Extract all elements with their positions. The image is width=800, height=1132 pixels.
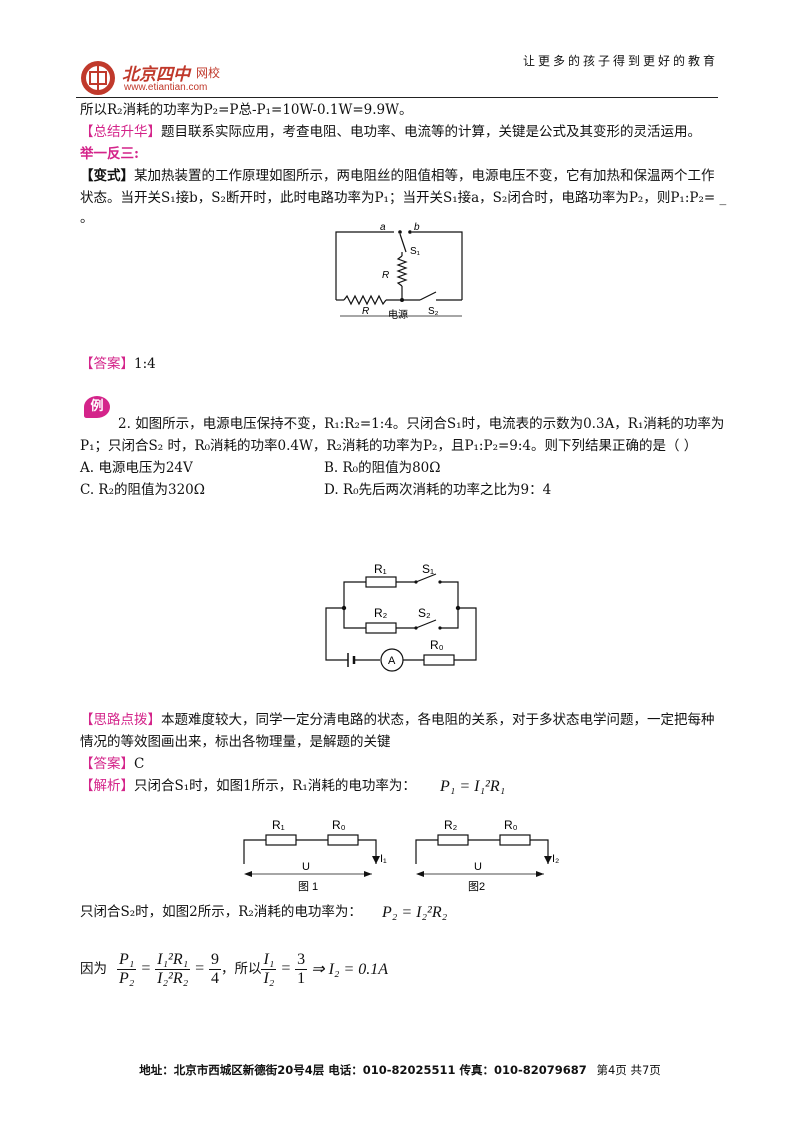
circuit2-label-r0: R₀ [430, 638, 444, 652]
fig2-label-r0: R₀ [504, 818, 518, 832]
option-c: C. R₂的阻值为320Ω [80, 482, 205, 498]
logo-subtitle: 网校 [196, 66, 221, 80]
circuit1-label-r-vert: R [382, 270, 389, 281]
answer2-line: 【答案】C [80, 752, 144, 776]
circuit2-label-r1: R₁ [374, 562, 387, 576]
text-line: 所以R₂消耗的功率为P₂=P总-P₁=10W-0.1W=9.9W。 [80, 102, 413, 118]
circuit1-label-b: b [414, 222, 420, 233]
formula-p2: P₂ = I₂²R₂ [382, 904, 448, 921]
circuit1-label-s1: S₁ [410, 246, 421, 257]
summary-tag: 【总结升华】 [80, 124, 161, 140]
logo: 北京四中 网校 www.etiantian.com [78, 58, 298, 98]
option-b: B. R₀的阻值为80Ω [324, 460, 441, 476]
fig2-label-i: I₂ [552, 853, 559, 865]
variant-text-3: 。 [80, 210, 94, 226]
fig1-label-r0: R₀ [332, 818, 346, 832]
analysis-text-2: 只闭合S₂时，如图2所示，R₂消耗的电功率为： [80, 904, 362, 920]
fig1-label-u: U [302, 861, 310, 873]
hint-text-1: 本题难度较大，同学一定分清电路的状态，各电阻的关系，对于多状态电学问题，一定把每… [161, 712, 715, 728]
answer1-tag: 【答案】 [80, 356, 134, 372]
header-slogan: 让更多的孩子得到更好的教育 [522, 54, 718, 68]
variant-text-2: 状态。当开关S₁接b，S₂断开时，此时电路功率为P₁；当开关S₁接a，S₂闭合时… [80, 190, 727, 206]
summary-line: 【总结升华】题目联系实际应用，考查电阻、电功率、电流等的计算，关键是公式及其变形… [80, 120, 701, 144]
header-rule [76, 97, 718, 98]
section-heading: 举一反三: [80, 146, 139, 162]
analysis-line-1: 【解析】只闭合S₁时，如图1所示，R₁消耗的电功率为： [80, 774, 416, 798]
variant-tag: 【变式】 [80, 168, 134, 184]
fig1-caption: 图 1 [298, 880, 318, 893]
answer1-line: 【答案】1:4 [80, 352, 156, 376]
circuit2-label-r2: R₂ [374, 606, 388, 620]
circuit1-label-s2: S₂ [428, 306, 439, 317]
answer1-value: 1:4 [134, 356, 156, 372]
circuit-diagram-example: R₁ S₁ R₂ S₂ A R₀ [325, 562, 477, 672]
hint-line-1: 【思路点拨】本题难度较大，同学一定分清电路的状态，各电阻的关系，对于多状态电学问… [80, 708, 715, 732]
hint-text-2: 情况的等效图画出来，标出各物理量，是解题的关键 [80, 734, 391, 750]
analysis-tag: 【解析】 [80, 778, 134, 794]
example-badge: 例 [84, 396, 110, 418]
fig1-label-r1: R₁ [272, 818, 285, 832]
variant-text-1: 某加热装置的工作原理如图所示，两电阻丝的阻值相等，电源电压不变，它有加热和保温两… [134, 168, 715, 184]
circuit1-label-r-bot: R [362, 306, 369, 317]
answer2-value: C [134, 756, 145, 772]
fig1-label-i: I₁ [380, 853, 387, 865]
circuit2-label-s2: S₂ [418, 606, 431, 620]
example-badge-label: 例 [90, 399, 104, 414]
figure-2-circuit: R₂ R₀ U I₂ 图2 [415, 818, 559, 893]
footer-address: 地址：北京市西城区新德街20号4层 电话：010-82025511 传真：010… [139, 1063, 587, 1077]
variant-line: 【变式】某加热装置的工作原理如图所示，两电阻丝的阻值相等，电源电压不变，它有加热… [80, 164, 715, 188]
analysis-text-1: 只闭合S₁时，如图1所示，R₁消耗的电功率为： [134, 778, 416, 794]
formula-p1: P₁ = I₁²R₁ [440, 778, 506, 795]
fig2-label-u: U [474, 861, 482, 873]
logo-emblem-icon [81, 61, 115, 95]
option-d: D. R₀先后两次消耗的功率之比为9：4 [324, 482, 552, 498]
figure-1-circuit: R₁ R₀ U I₁ 图 1 [243, 818, 387, 893]
logo-url: www.etiantian.com [124, 82, 208, 93]
footer-page: 第4页 共7页 [596, 1063, 661, 1077]
hint-tag: 【思路点拨】 [80, 712, 161, 728]
circuit1-label-a: a [380, 222, 386, 233]
example-question-line-2: P₁；只闭合S₂ 时，R₀消耗的功率0.4W，R₂消耗的功率为P₂，且P₁:P₂… [80, 438, 698, 454]
example-question-line-1: 2. 如图所示，电源电压保持不变，R₁:R₂=1:4。只闭合S₁时，电流表的示数… [118, 416, 725, 432]
circuit1-label-source: 电源 [388, 308, 408, 321]
circuit-diagram-heating: a b S₁ R R 电源 S₂ [335, 222, 463, 321]
logo-title: 北京四中 [122, 65, 190, 85]
summary-text: 题目联系实际应用，考查电阻、电功率、电流等的计算，关键是公式及其变形的灵活运用。 [161, 124, 701, 140]
fig2-caption: 图2 [468, 880, 485, 893]
fig2-label-r2: R₂ [444, 818, 458, 832]
ammeter-icon: A [388, 655, 396, 667]
option-a: A. 电源电压为24V [80, 460, 193, 476]
circuit2-label-s1: S₁ [422, 562, 434, 576]
answer2-tag: 【答案】 [80, 756, 134, 772]
footer: 地址：北京市西城区新德街20号4层 电话：010-82025511 传真：010… [0, 1062, 800, 1078]
